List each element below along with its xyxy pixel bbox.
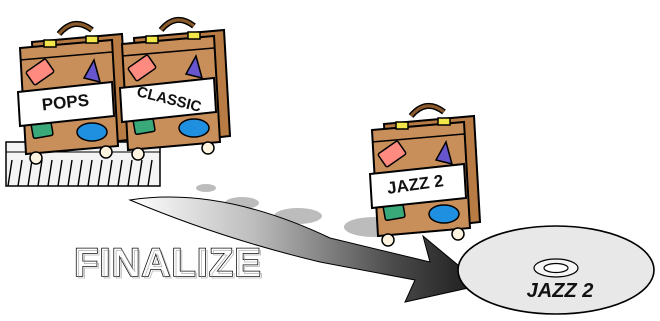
- finalize-label-shadow: FINALIZE: [76, 243, 264, 287]
- suitcase-classic: CLASSIC: [120, 20, 230, 160]
- suitcase-pops: POPS: [18, 24, 128, 164]
- disc-label: JAZZ 2: [527, 280, 594, 302]
- suitcase-jazz2: JAZZ 2: [370, 106, 480, 246]
- cd-disc: JAZZ 2: [458, 226, 654, 314]
